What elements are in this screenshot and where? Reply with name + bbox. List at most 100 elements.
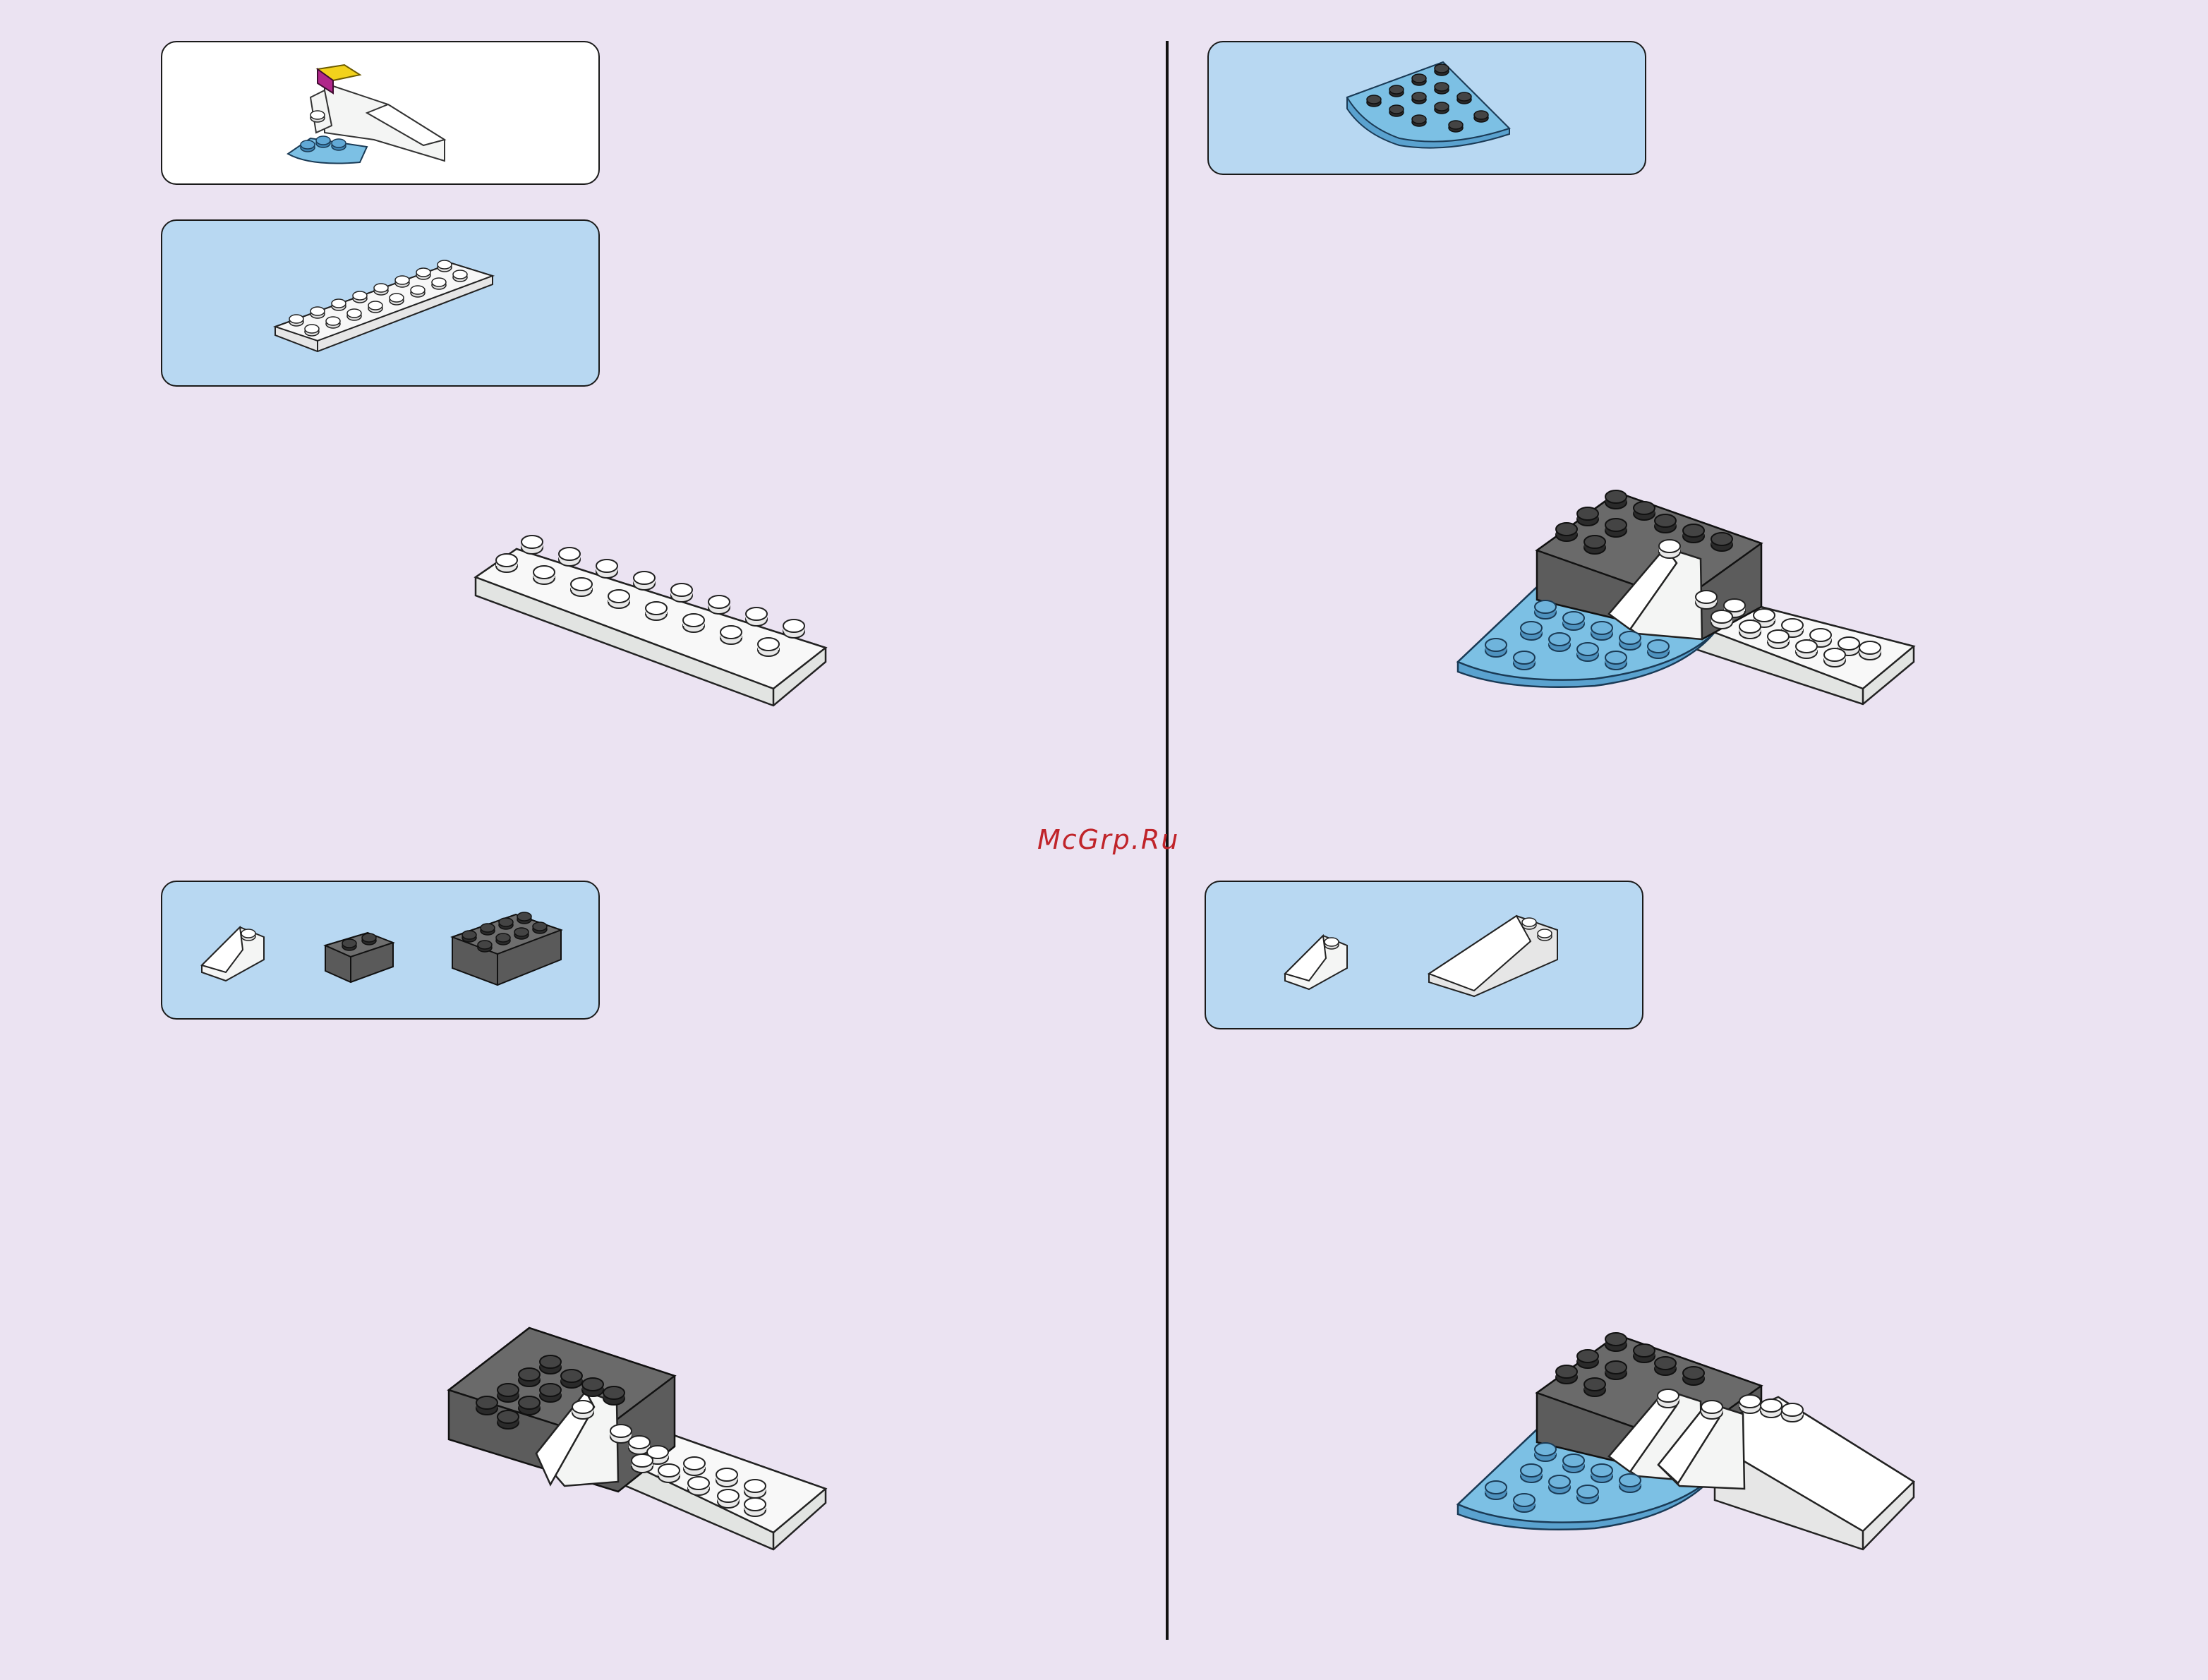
- stud: [610, 1425, 632, 1443]
- stud: [438, 260, 452, 272]
- stud: [671, 584, 692, 602]
- watermark-text: McGrp.Ru: [1037, 824, 1179, 855]
- stud: [1605, 519, 1627, 537]
- stud: [720, 626, 742, 644]
- stud: [432, 278, 446, 289]
- stud: [1658, 1389, 1679, 1408]
- stud: [519, 1396, 540, 1415]
- stud: [540, 1355, 561, 1374]
- step-right-2-illustration: [1454, 1319, 1919, 1559]
- stud: [688, 1477, 709, 1495]
- stud: [561, 1370, 582, 1388]
- slope-2x1-white-part: [198, 916, 275, 986]
- stud: [1634, 1344, 1655, 1362]
- stud: [390, 294, 404, 305]
- stud: [572, 1401, 593, 1419]
- stud: [1619, 631, 1641, 650]
- stud: [1535, 1443, 1556, 1461]
- stud: [571, 578, 592, 596]
- stud: [497, 1384, 519, 1402]
- stud: [658, 1464, 680, 1482]
- stud: [582, 1378, 603, 1396]
- stud: [1556, 523, 1577, 541]
- stud: [1619, 1474, 1641, 1492]
- stud: [289, 315, 303, 326]
- parts-callout-step-left-2: [161, 881, 600, 1020]
- stud: [476, 1396, 497, 1415]
- stud: [1485, 639, 1507, 657]
- stud: [1514, 1494, 1535, 1512]
- stud: [368, 301, 382, 313]
- completed-submodel-illustration: [282, 55, 494, 175]
- stud: [1605, 1333, 1627, 1351]
- stud: [305, 325, 319, 336]
- stud: [310, 307, 325, 318]
- brick-2x4-dark-grey-part: [448, 895, 568, 1001]
- parts-callout-step-left-1: [161, 219, 600, 387]
- stud: [1549, 633, 1570, 651]
- stud: [683, 614, 704, 632]
- stud: [1648, 640, 1669, 658]
- stud: [1514, 651, 1535, 670]
- stud: [1711, 610, 1732, 629]
- stud: [559, 548, 580, 566]
- stud: [1591, 1464, 1612, 1482]
- stud: [395, 276, 409, 287]
- stud: [519, 1368, 540, 1386]
- stud: [1739, 1395, 1761, 1413]
- stud: [708, 596, 730, 614]
- parts-callout-step-right-2: [1205, 881, 1643, 1029]
- stud: [453, 270, 467, 282]
- step-right-1-illustration: [1454, 480, 1919, 713]
- step-left-2-illustration: [445, 1312, 833, 1559]
- stud: [783, 620, 804, 638]
- stud: [684, 1457, 705, 1475]
- stud: [1556, 1365, 1577, 1384]
- stud: [1584, 1378, 1605, 1396]
- stud: [1859, 641, 1881, 660]
- stud: [632, 1454, 653, 1473]
- stud: [416, 268, 430, 279]
- stud: [1485, 1481, 1507, 1499]
- stud: [1659, 540, 1680, 558]
- stud: [1535, 600, 1556, 619]
- stud: [646, 602, 667, 620]
- stud: [411, 286, 425, 297]
- stud: [1761, 1399, 1782, 1418]
- stud: [1521, 1464, 1542, 1482]
- stud: [496, 554, 517, 572]
- stud: [1563, 612, 1584, 630]
- stud: [596, 560, 617, 578]
- stud: [744, 1480, 766, 1498]
- stud: [1768, 630, 1789, 648]
- stud: [540, 1384, 561, 1402]
- stud: [326, 317, 340, 328]
- stud: [603, 1386, 625, 1405]
- stud: [1701, 1401, 1723, 1419]
- stud: [1563, 1454, 1584, 1473]
- stud: [1782, 1403, 1803, 1422]
- stud: [521, 536, 543, 554]
- stud: [353, 291, 367, 303]
- stud: [1577, 643, 1598, 661]
- stud: [533, 566, 555, 584]
- stud: [716, 1468, 737, 1487]
- step-left-1-illustration: [471, 521, 831, 711]
- stud: [1577, 1350, 1598, 1368]
- stud: [1605, 490, 1627, 509]
- stud: [1696, 591, 1717, 609]
- plate-2x8-white-part: [268, 235, 501, 369]
- stud: [1824, 648, 1845, 667]
- stud: [1577, 1485, 1598, 1504]
- wedge-plate-quarter-round-light-blue-part: [1343, 55, 1519, 161]
- stud: [1591, 622, 1612, 640]
- parts-callout-step-right-1: [1207, 41, 1646, 175]
- slope-2x1-white-part-b: [1281, 924, 1358, 995]
- stud: [374, 284, 388, 295]
- submodel-overview-callout: [161, 41, 600, 185]
- stud: [634, 572, 655, 590]
- stud: [718, 1489, 739, 1508]
- stud: [1739, 620, 1761, 639]
- stud: [1683, 524, 1704, 543]
- stud: [1711, 533, 1732, 551]
